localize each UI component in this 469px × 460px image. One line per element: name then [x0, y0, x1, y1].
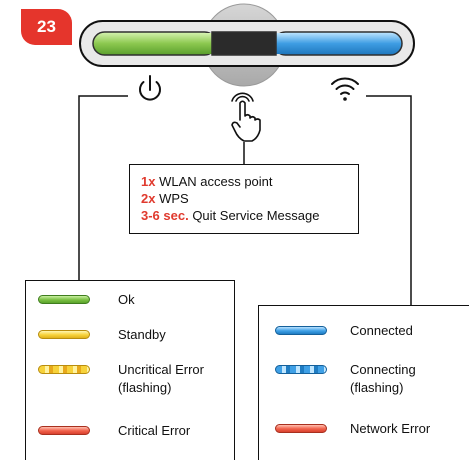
yellow-led-pill: [38, 330, 90, 339]
legend-sublabel: (flashing): [350, 380, 404, 395]
instruction-key: 3-6 sec.: [141, 208, 189, 223]
legend-label: Network Error: [350, 421, 431, 436]
green-led-pill: [38, 295, 90, 304]
power-connector-line: [78, 95, 128, 280]
legend-label: Critical Error: [118, 423, 191, 438]
legend-label: Connected: [350, 323, 413, 338]
instruction-key: 1x: [141, 174, 156, 189]
instruction-row: 2x WPS: [141, 190, 358, 207]
legend-label: Standby: [118, 327, 166, 342]
touch-instructions-box: 1x WLAN access point 2x WPS 3-6 sec. Qui…: [129, 164, 359, 234]
red-led-pill: [38, 426, 90, 435]
yellow-flashing-led-pill: [38, 365, 90, 374]
network-status-legend: Connected Connecting (flashing) Network …: [258, 305, 469, 460]
blue-flashing-led-pill: [275, 365, 327, 374]
instruction-key: 2x: [141, 191, 156, 206]
legend-label: Ok: [118, 292, 135, 307]
red-led-pill: [275, 424, 327, 433]
led-strip-green: [92, 31, 217, 56]
instruction-text: WPS: [155, 191, 189, 206]
led-strip-center: [211, 31, 277, 56]
blue-led-pill: [275, 326, 327, 335]
power-icon: [139, 75, 161, 101]
wifi-icon: [331, 77, 359, 101]
instruction-text: Quit Service Message: [188, 208, 320, 223]
led-strip-blue: [273, 31, 403, 56]
wifi-connector-line: [366, 95, 412, 305]
power-status-legend: Ok Standby Uncritical Error (flashing) C…: [25, 280, 235, 460]
instruction-row: 1x WLAN access point: [141, 173, 358, 190]
step-number-badge: 23: [21, 9, 72, 45]
legend-sublabel: (flashing): [118, 380, 172, 395]
step-number: 23: [37, 17, 56, 36]
legend-label: Connecting: [350, 362, 416, 377]
touch-hand-icon: [231, 92, 261, 142]
legend-label: Uncritical Error: [118, 362, 204, 377]
instruction-row: 3-6 sec. Quit Service Message: [141, 207, 358, 224]
instruction-text: WLAN access point: [155, 174, 273, 189]
